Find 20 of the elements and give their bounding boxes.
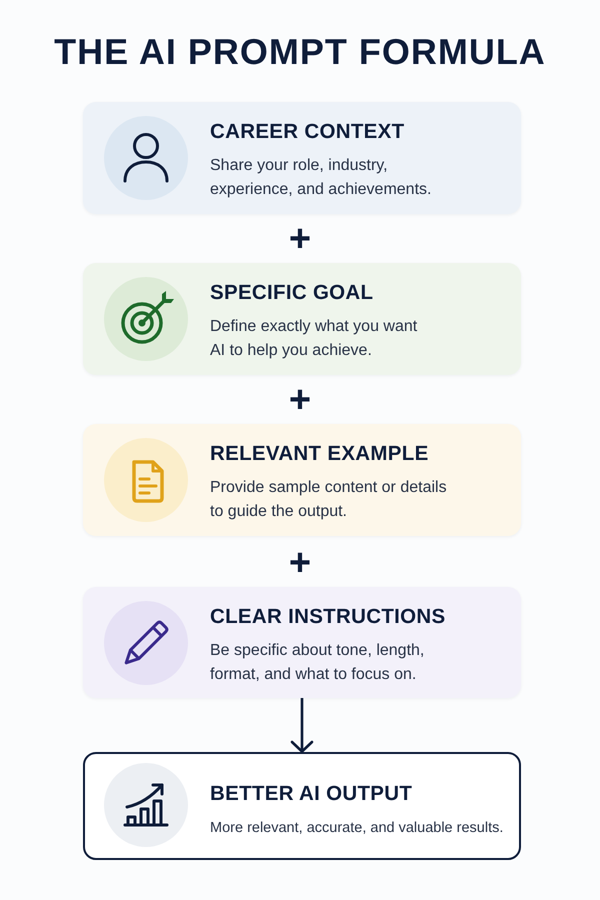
step-card <box>83 587 521 698</box>
result-card <box>83 752 521 860</box>
card-heading: CLEAR INSTRUCTIONS <box>210 604 446 630</box>
plus-sign: + <box>288 220 312 258</box>
card-heading: CAREER CONTEXT <box>210 119 406 145</box>
card-heading: BETTER AI OUTPUT <box>210 781 414 807</box>
plus-sign: + <box>288 381 312 419</box>
step-card <box>83 424 521 536</box>
card-heading: RELEVANT EXAMPLE <box>210 441 430 467</box>
card-description: Provide sample content or details to guide the output. <box>210 478 448 522</box>
card-description: Share your role, industry, experience, and achievements. <box>210 156 432 200</box>
title: THE AI PROMPT FORMULA <box>53 30 547 74</box>
card-description: Be specific about tone, length, format, and what to focus on. <box>210 641 426 685</box>
card-description: Define exactly what you want AI to help you achieve. <box>210 317 418 361</box>
step-card <box>83 102 521 214</box>
step-card <box>83 263 521 375</box>
card-heading: SPECIFIC GOAL <box>210 280 374 306</box>
card-description: More relevant, accurate, and valuable results. <box>210 819 504 838</box>
plus-sign: + <box>288 544 312 582</box>
arrow <box>290 696 314 754</box>
